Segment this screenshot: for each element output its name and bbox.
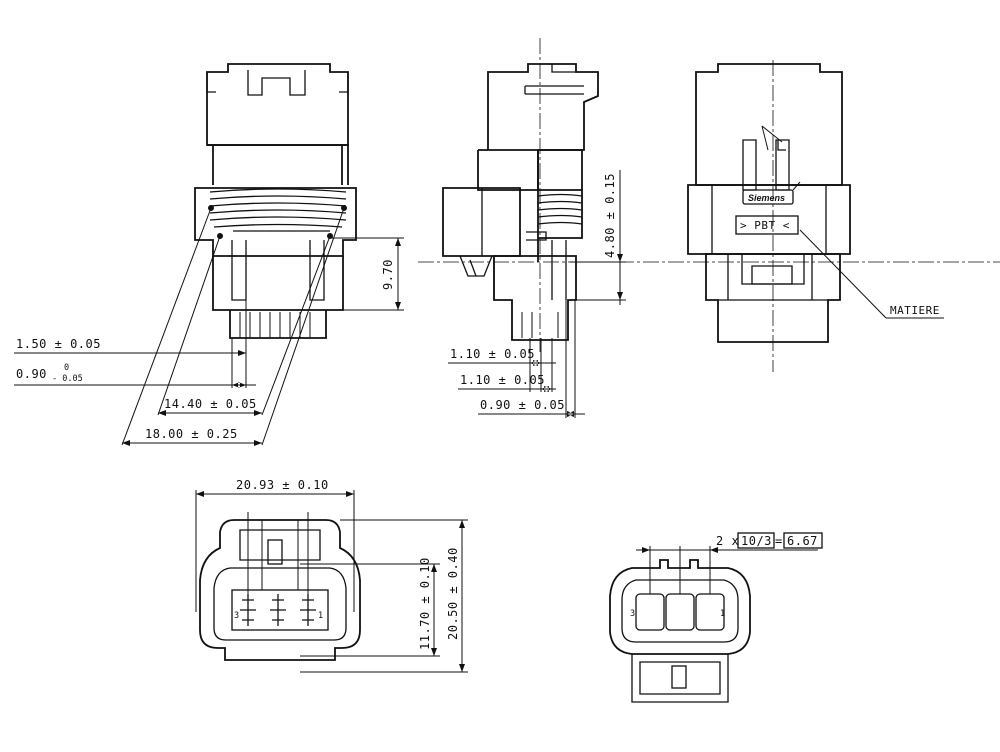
pitch-result: 6.67 <box>787 534 818 548</box>
dim-14-40: 14.40 ± 0.05 <box>164 397 257 411</box>
front-face-view: 3 1 20.93 ± 0.10 11.70 ± 0.10 20.50 ± 0.… <box>195 478 468 673</box>
rear-pin-3: 3 <box>630 609 635 619</box>
logo-text: Siemens <box>748 193 785 203</box>
dim-1-10-b: 1.10 ± 0.05 <box>460 373 545 387</box>
dim-1-50: 1.50 ± 0.05 <box>16 337 101 351</box>
dim-0-90-main: 0.90 <box>16 367 47 381</box>
front-elevation-view: 9.70 1.50 ± 0.05 0.90 0 - 0.05 14.40 ± 0… <box>14 63 404 446</box>
rear-face-view: 3 1 2 x 10/3 = 6.67 <box>609 532 823 703</box>
pitch-result-frame <box>783 532 823 549</box>
pitch-count: 2 x <box>716 534 739 548</box>
dim-20-50: 20.50 ± 0.40 <box>446 547 460 640</box>
material-mark-frame <box>735 215 799 235</box>
dim-0-90-tol-upper: 0 <box>64 363 69 373</box>
bellows-ribs <box>209 188 347 232</box>
pitch-value-frame <box>737 532 775 549</box>
side-ribs <box>537 193 583 225</box>
dim-20-93: 20.93 ± 0.10 <box>236 478 329 492</box>
rear-pin-1: 1 <box>720 609 725 619</box>
rear-pin-cells <box>635 593 725 631</box>
material-mark: > PBT < <box>740 219 790 232</box>
pin-symbols <box>240 594 316 626</box>
terminal-lines <box>239 312 311 338</box>
dim-4-80: 4.80 ± 0.15 <box>603 173 617 258</box>
dim-1-10-a: 1.10 ± 0.05 <box>450 347 535 361</box>
dim-0-90-tol-lower: - 0.05 <box>52 374 83 384</box>
dim-11-70: 11.70 ± 0.10 <box>418 557 432 650</box>
latch-tab <box>267 539 283 565</box>
pitch-value: 10/3 <box>741 534 772 548</box>
pitch-equals: = <box>775 534 783 548</box>
material-label: MATIERE <box>890 304 940 317</box>
dim-0-90-side: 0.90 ± 0.05 <box>480 398 565 412</box>
side-elevation-view: 4.80 ± 0.15 1.10 ± 0.05 1.10 ± 0.05 0.90… <box>418 38 1000 418</box>
front-pin-1: 1 <box>318 611 323 621</box>
pin-cavity <box>231 589 329 631</box>
dim-9-70: 9.70 <box>381 259 395 290</box>
rear-latch-tab <box>671 665 687 689</box>
front-pin-3: 3 <box>234 611 239 621</box>
dim-18-00: 18.00 ± 0.25 <box>145 427 238 441</box>
logo-plate <box>742 189 794 205</box>
rear-elevation-view: Siemens > PBT < MATIERE <box>687 60 944 372</box>
